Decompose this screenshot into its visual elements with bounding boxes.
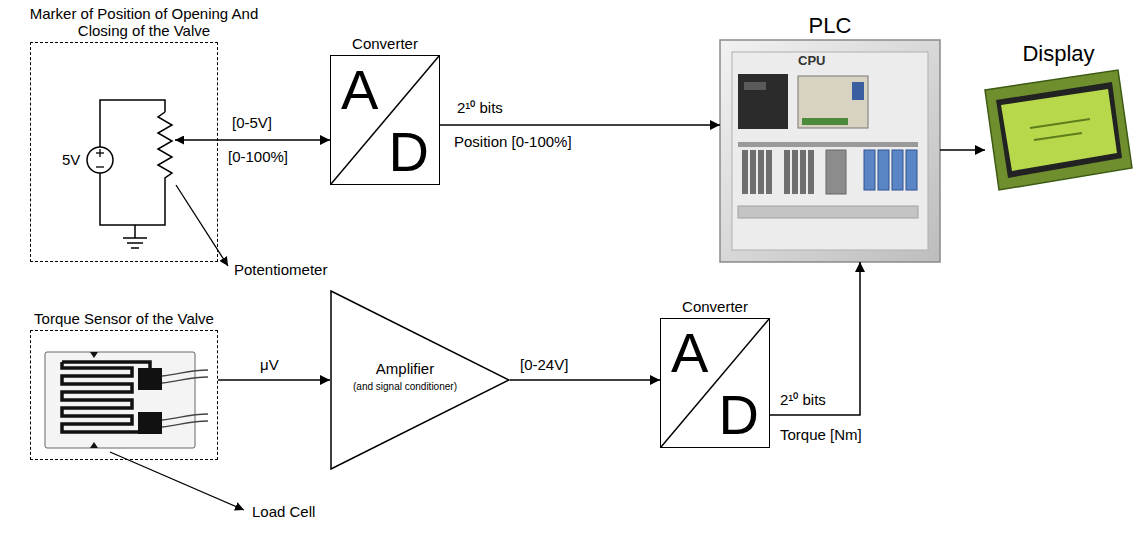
potentiometer-circuit	[87, 100, 228, 266]
signal-arrow	[218, 139, 330, 141]
cabinet-frame	[720, 40, 940, 262]
wire	[100, 100, 165, 147]
relay	[864, 150, 875, 190]
signal-label: Position [0-100%]	[452, 133, 574, 150]
range-label: [0-100%]	[226, 148, 290, 165]
gauge-backing	[45, 352, 195, 448]
lcd-board	[985, 70, 1132, 190]
terminal-strip	[802, 118, 848, 125]
din-rail	[738, 142, 918, 147]
lcd-screen	[1001, 89, 1117, 171]
box-heading: Marker of Position of Opening And Closin…	[16, 5, 272, 40]
ad-converter: ConverterAD	[330, 55, 440, 185]
lcd-bezel	[996, 82, 1122, 178]
lcd-pixels	[1034, 133, 1082, 140]
signal-arrow	[510, 379, 660, 381]
converter-letter: A	[341, 62, 378, 118]
terminal-block	[758, 150, 764, 194]
ground-symbol	[134, 225, 136, 238]
display-unit: Display	[985, 70, 1132, 190]
terminal-block	[792, 150, 798, 194]
lcd-display	[985, 70, 1132, 190]
gauge-grid	[62, 362, 150, 432]
signal-arrow	[770, 262, 860, 415]
signal-label: 2¹⁰ bits	[778, 391, 828, 408]
signal-label: [0-5V]	[230, 114, 274, 131]
converter-diagonal	[661, 319, 769, 447]
terminal-block	[800, 150, 806, 194]
cpu-module	[738, 74, 788, 129]
ground-symbol	[127, 242, 143, 244]
relay	[906, 150, 917, 190]
plc-panel: PLCCPU	[720, 40, 940, 262]
relay	[878, 150, 889, 190]
terminal-block	[808, 150, 814, 194]
signal-arrow	[940, 149, 985, 151]
amplifier-outline	[331, 291, 509, 469]
strain-gauge	[45, 352, 244, 510]
voltage-label: 5V	[60, 151, 82, 168]
terminal-block	[784, 150, 790, 194]
solder-tab	[138, 412, 162, 434]
converter-letter: D	[389, 124, 429, 180]
plc-cabinet	[720, 40, 940, 262]
resistor-symbol	[100, 112, 172, 225]
amplifier-triangle: Amplifier (and signal conditioner)	[330, 290, 510, 470]
wire-duct	[738, 206, 918, 218]
signal-label: Torque [Nm]	[778, 426, 864, 443]
amplifier-sublabel: (and signal conditioner)	[340, 381, 470, 393]
connector	[852, 82, 864, 100]
cabinet-panel	[732, 52, 928, 250]
terminal-block	[742, 150, 748, 194]
lcd-pixels	[1030, 119, 1090, 128]
voltage-source-symbol	[87, 147, 113, 173]
solder-tab	[138, 368, 162, 390]
box-heading: Torque Sensor of the Valve	[11, 310, 237, 327]
ground-symbol	[131, 247, 139, 249]
box-heading: Converter	[301, 35, 469, 52]
module-label: CPU	[798, 54, 825, 68]
lead-wire	[162, 414, 208, 427]
converter-letter: D	[719, 387, 759, 443]
terminal-block	[750, 150, 756, 194]
amplifier-label: Amplifier	[340, 360, 470, 377]
amplifier-outline	[330, 290, 510, 470]
leader-line	[176, 185, 228, 266]
leader-line	[110, 452, 244, 510]
callout-label: Load Cell	[250, 503, 317, 520]
relay	[892, 150, 903, 190]
converter-diagonal	[331, 56, 439, 184]
ad-converter: ConverterAD	[660, 318, 770, 448]
io-module	[798, 76, 868, 128]
box-heading: PLC	[720, 13, 940, 38]
box-heading: Converter	[631, 298, 799, 315]
wiper-arrow	[175, 139, 218, 141]
plus-sign	[99, 149, 100, 157]
callout-label: Potentiometer	[232, 261, 329, 278]
lead-wire	[162, 370, 208, 383]
sensor-enclosure: Marker of Position of Opening And Closin…	[30, 42, 218, 262]
alignment-mark	[90, 352, 98, 448]
signal-arrow	[218, 379, 330, 381]
ground-symbol	[123, 237, 147, 239]
breaker	[826, 150, 846, 194]
terminal-block	[766, 150, 772, 194]
signal-arrow	[440, 124, 720, 126]
cpu-display	[744, 82, 766, 90]
signal-label: 2¹⁰ bits	[455, 99, 505, 116]
minus-sign	[96, 166, 104, 167]
signal-label: [0-24V]	[518, 356, 570, 373]
box-heading: Display	[975, 41, 1139, 66]
signal-label: μV	[258, 356, 281, 373]
converter-letter: A	[671, 325, 708, 381]
sensor-enclosure: Torque Sensor of the Valve	[30, 330, 218, 460]
